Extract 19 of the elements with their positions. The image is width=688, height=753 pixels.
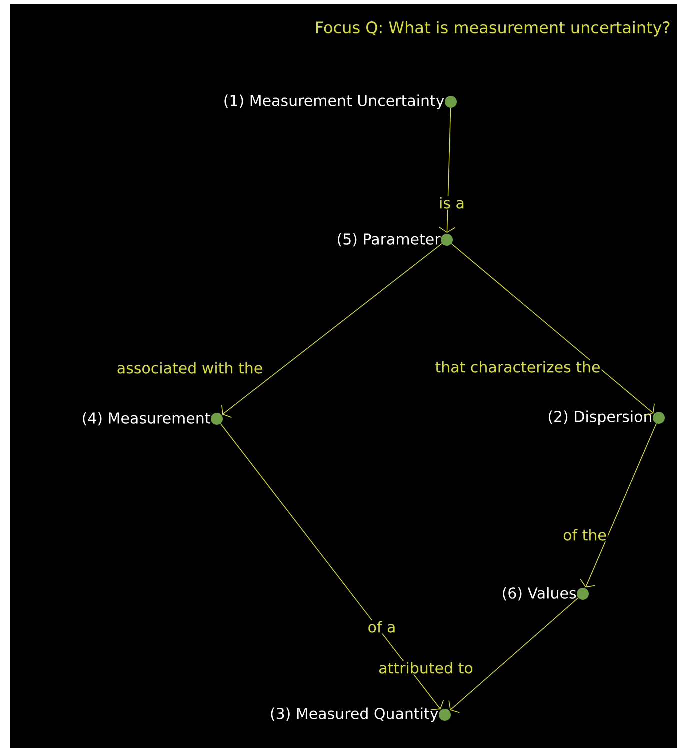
concept-label: (2) Dispersion <box>548 410 652 426</box>
edge-label: attributed to <box>378 661 474 675</box>
focus-question: Focus Q: What is measurement uncertainty? <box>316 21 670 37</box>
edge-label: of the <box>562 528 608 542</box>
arrow <box>580 423 658 588</box>
arrow <box>451 243 655 417</box>
concept-label: (5) Parameter <box>338 233 441 247</box>
arrow <box>220 423 444 710</box>
edge-label: associated with the <box>116 361 264 375</box>
edge-label: that characterizes the <box>434 360 602 374</box>
edge-label: is a <box>438 196 466 210</box>
concept-label: (4) Measurement <box>83 412 210 426</box>
arrow <box>448 598 579 714</box>
concept-label: (1) Measurement Uncertainty <box>224 94 444 110</box>
edge-label: of a <box>366 620 398 634</box>
arrow <box>438 108 456 234</box>
concept-label: (6) Values <box>503 587 576 601</box>
concept-label: (3) Measured Quantity <box>271 708 438 722</box>
arrow <box>222 243 443 418</box>
